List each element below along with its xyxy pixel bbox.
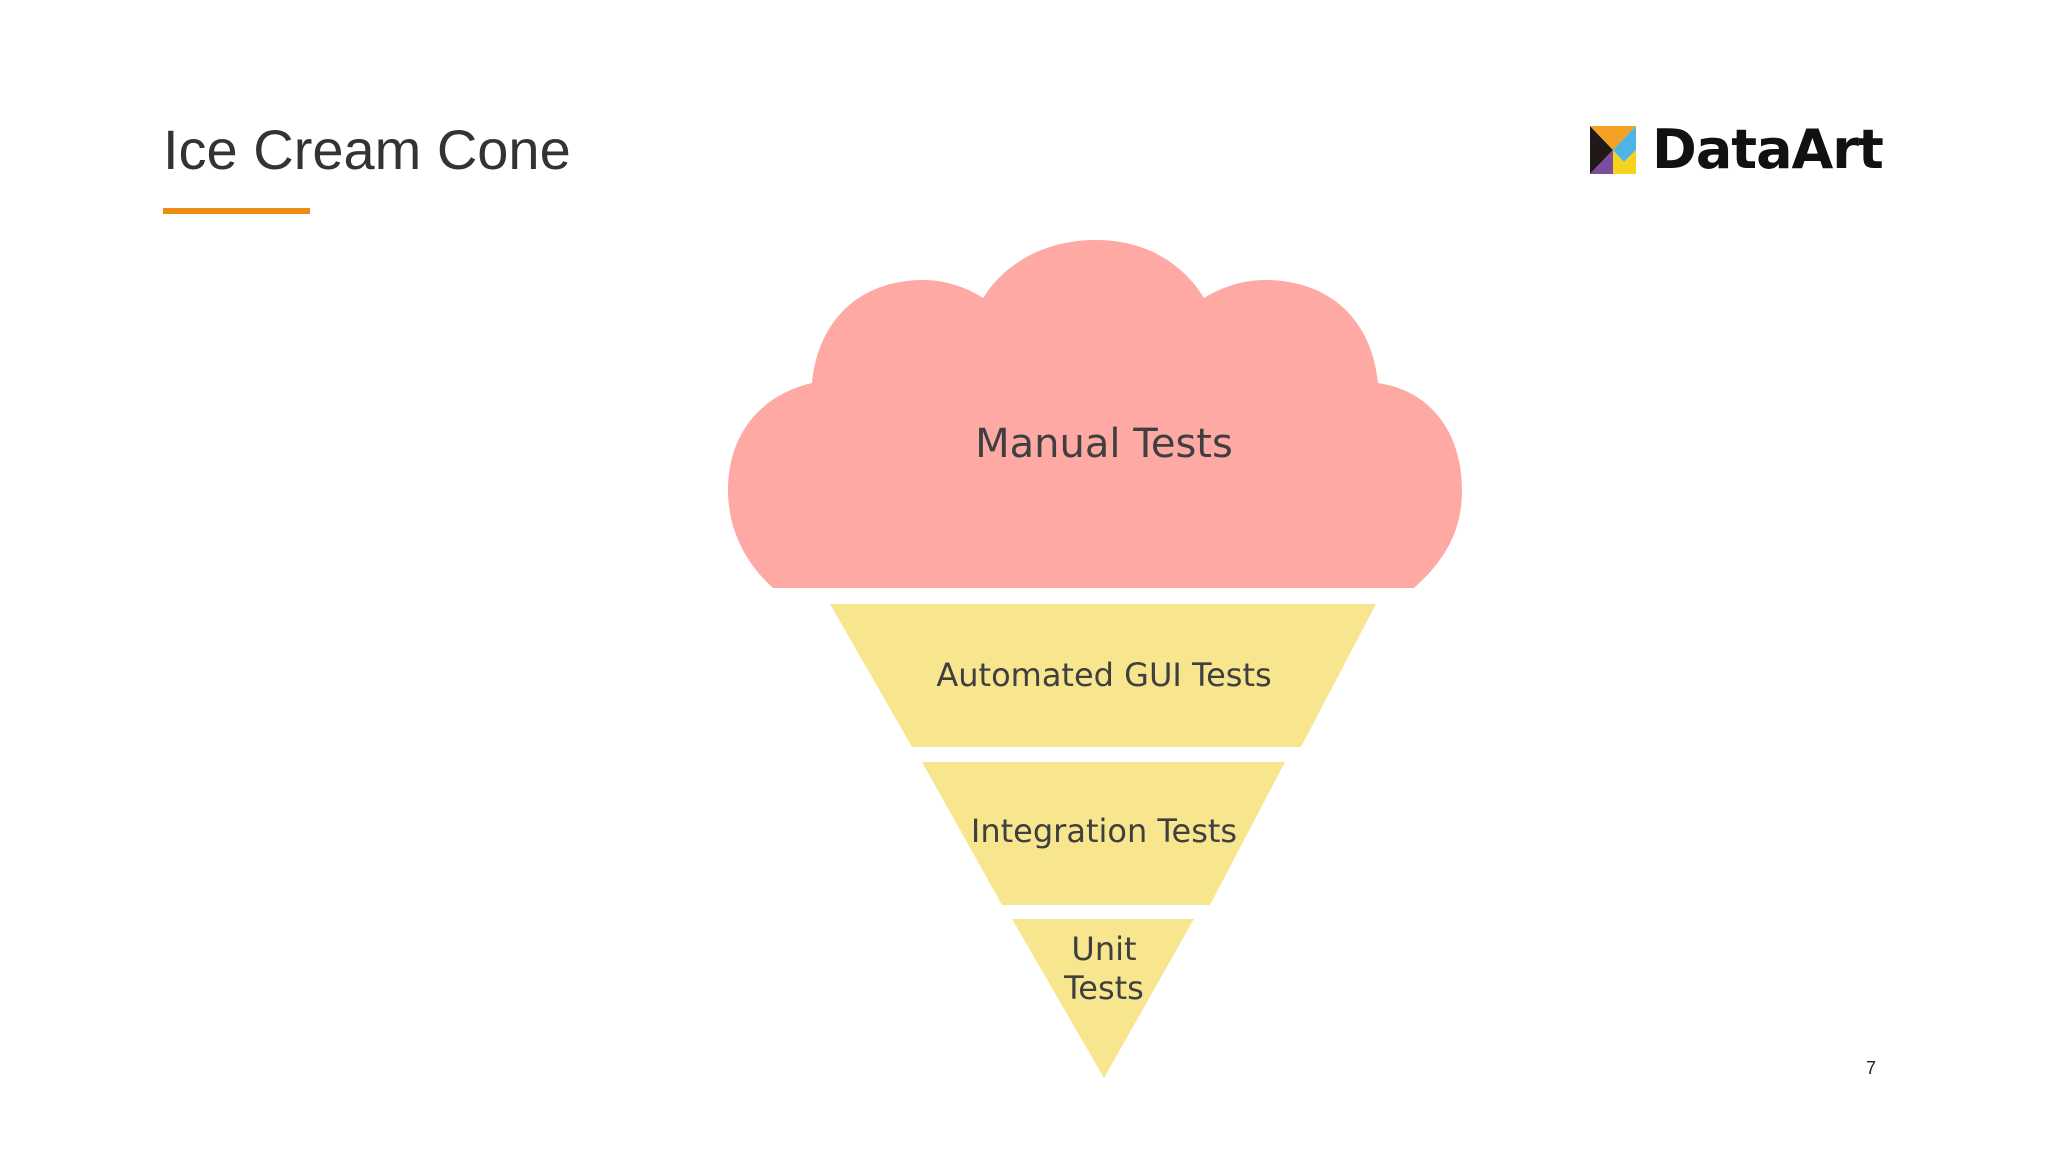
- scoop-label: Manual Tests: [975, 421, 1233, 467]
- cone-layer-integration: [922, 762, 1285, 905]
- title-underline: [163, 208, 310, 214]
- cone-layer-automated-gui-label: Automated GUI Tests: [936, 656, 1271, 694]
- cone-layer-unit-label-line1: Unit: [1071, 930, 1136, 968]
- cone-layer-automated-gui: [830, 604, 1376, 747]
- dataart-logo: DataArt: [1590, 118, 1884, 181]
- ice-cream-scoop: [728, 240, 1462, 588]
- dataart-logo-mark-icon: [1590, 126, 1636, 174]
- page-number: 7: [1866, 1058, 1877, 1078]
- cone-layer-unit-label-line2: Tests: [1063, 969, 1144, 1007]
- logo-text: DataArt: [1652, 118, 1884, 181]
- cone-layer-integration-label: Integration Tests: [971, 812, 1237, 850]
- slide-title: Ice Cream Cone: [163, 118, 571, 181]
- cone-layer-unit: [1012, 919, 1194, 1078]
